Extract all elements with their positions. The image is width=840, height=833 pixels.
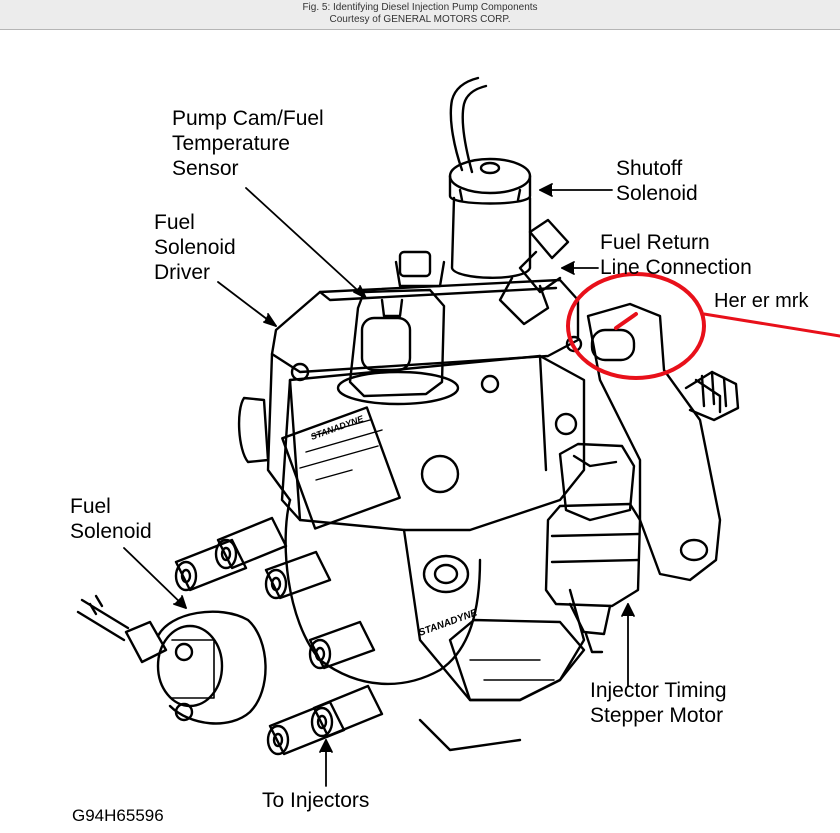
fuel-return-connection-part xyxy=(498,218,570,326)
label-pump-cam-line2: Temperature xyxy=(172,132,290,155)
figure-courtesy: Courtesy of GENERAL MOTORS CORP. xyxy=(329,14,511,25)
mounting-flange-part xyxy=(554,302,722,582)
label-fuel-solenoid: Fuel Solenoid xyxy=(70,494,152,544)
figure-caption: Fig. 5: Identifying Diesel Injection Pum… xyxy=(302,2,538,13)
label-fuel-return-line2: Line Connection xyxy=(600,256,752,279)
label-shutoff-line1: Shutoff xyxy=(616,157,683,180)
markup-note: Her er mrk xyxy=(714,290,809,312)
right-side-fitting-part xyxy=(684,370,740,422)
label-fuel-return: Fuel Return Line Connection xyxy=(600,230,752,280)
shutoff-solenoid-wire xyxy=(449,76,488,174)
label-fuel-solenoid-line2: Solenoid xyxy=(70,520,152,543)
red-markup-tick xyxy=(614,312,638,330)
figure-caption-bar: Fig. 5: Identifying Diesel Injection Pum… xyxy=(0,0,840,30)
fuel-solenoid-part xyxy=(76,594,267,725)
label-injector-timing-line1: Injector Timing xyxy=(590,679,727,702)
label-injector-timing: Injector Timing Stepper Motor xyxy=(590,678,727,728)
label-pump-cam-line1: Pump Cam/Fuel xyxy=(172,107,324,130)
label-driver-line3: Driver xyxy=(154,261,210,284)
label-to-injectors: To Injectors xyxy=(262,789,370,812)
shutoff-solenoid-part xyxy=(448,157,532,279)
label-fuel-return-line1: Fuel Return xyxy=(600,231,710,254)
figure-code: G94H65596 xyxy=(72,806,164,825)
red-markup xyxy=(566,272,840,380)
label-shutoff-line2: Solenoid xyxy=(616,182,698,205)
leader-lines xyxy=(123,183,635,787)
injector-fittings xyxy=(174,516,384,756)
red-markup-arrow-line xyxy=(702,312,840,338)
stepper-motor-part xyxy=(544,442,642,654)
pump-lower-body xyxy=(284,454,586,752)
pump-main-body xyxy=(237,335,586,532)
label-pump-cam-sensor: Pump Cam/Fuel Temperature Sensor xyxy=(172,106,324,181)
label-injector-timing-line2: Stepper Motor xyxy=(590,704,724,727)
label-pump-cam-line3: Sensor xyxy=(172,157,239,180)
temperature-sensor-part xyxy=(336,250,460,406)
red-markup-circle xyxy=(566,272,706,380)
label-driver-line2: Solenoid xyxy=(154,236,236,259)
label-shutoff-solenoid: Shutoff Solenoid xyxy=(616,156,698,206)
label-fuel-solenoid-driver: Fuel Solenoid Driver xyxy=(154,210,236,285)
label-driver-line1: Fuel xyxy=(154,211,195,234)
label-fuel-solenoid-line1: Fuel xyxy=(70,495,111,518)
